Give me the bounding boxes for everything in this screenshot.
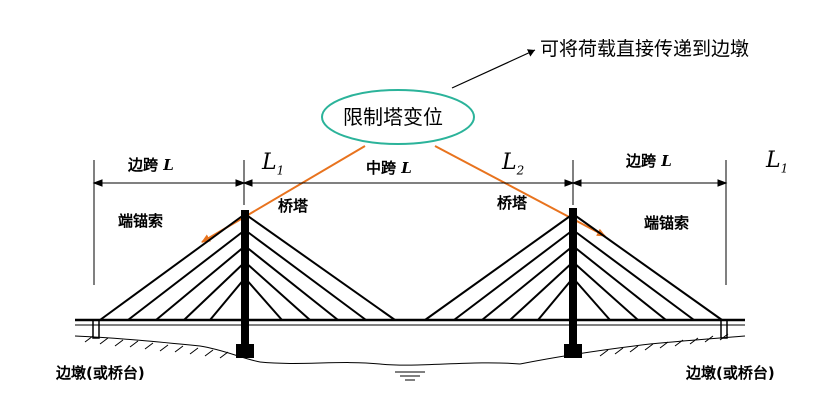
side-span-right-text: 边跨 bbox=[626, 152, 657, 170]
dimension-lines bbox=[92, 160, 728, 285]
tower-left bbox=[236, 210, 254, 358]
tower-right-label: 桥塔 bbox=[497, 194, 528, 212]
l2-label: L2 bbox=[502, 150, 525, 178]
l2-subscript: 2 bbox=[516, 163, 525, 178]
l1-right-subscript: 1 bbox=[780, 161, 789, 176]
l1-left-subscript: 1 bbox=[276, 163, 285, 178]
annotation-text: 可将荷载直接传递到边墩 bbox=[540, 38, 750, 60]
pier-left-label: 边墩(或桥台) bbox=[56, 364, 145, 382]
side-span-left-text: 边跨 bbox=[128, 156, 159, 174]
cables-right bbox=[424, 213, 723, 321]
tower-left-label: 桥塔 bbox=[278, 197, 309, 215]
cables-left bbox=[99, 213, 396, 321]
main-span-symbol: L bbox=[401, 159, 412, 177]
side-span-left-label: 边跨 L bbox=[128, 158, 174, 173]
side-span-right-symbol: L bbox=[661, 152, 672, 170]
l1-left-symbol: L bbox=[262, 150, 277, 175]
pier-right-label: 边墩(或桥台) bbox=[686, 364, 775, 382]
l2-symbol: L bbox=[502, 150, 517, 175]
side-span-right-label: 边跨 L bbox=[626, 154, 672, 169]
anchor-cable-right-label: 端锚索 bbox=[644, 214, 690, 232]
l1-right-symbol: L bbox=[766, 148, 781, 173]
annotation-arrow bbox=[451, 49, 536, 89]
l1-right-label: L1 bbox=[766, 148, 789, 176]
oval-label: 限制塔变位 bbox=[343, 105, 443, 129]
bridge-deck bbox=[75, 318, 745, 326]
ground-right bbox=[519, 333, 746, 365]
pier-left bbox=[92, 319, 100, 339]
main-span-label: 中跨 L bbox=[366, 161, 412, 176]
main-span-text: 中跨 bbox=[366, 159, 397, 177]
water-marks bbox=[259, 361, 521, 381]
ground-left bbox=[74, 335, 261, 363]
l1-left-label: L1 bbox=[262, 150, 285, 178]
side-span-left-symbol: L bbox=[163, 156, 174, 174]
anchor-cable-left-label: 端锚索 bbox=[118, 212, 164, 230]
oval-callout bbox=[321, 89, 475, 145]
